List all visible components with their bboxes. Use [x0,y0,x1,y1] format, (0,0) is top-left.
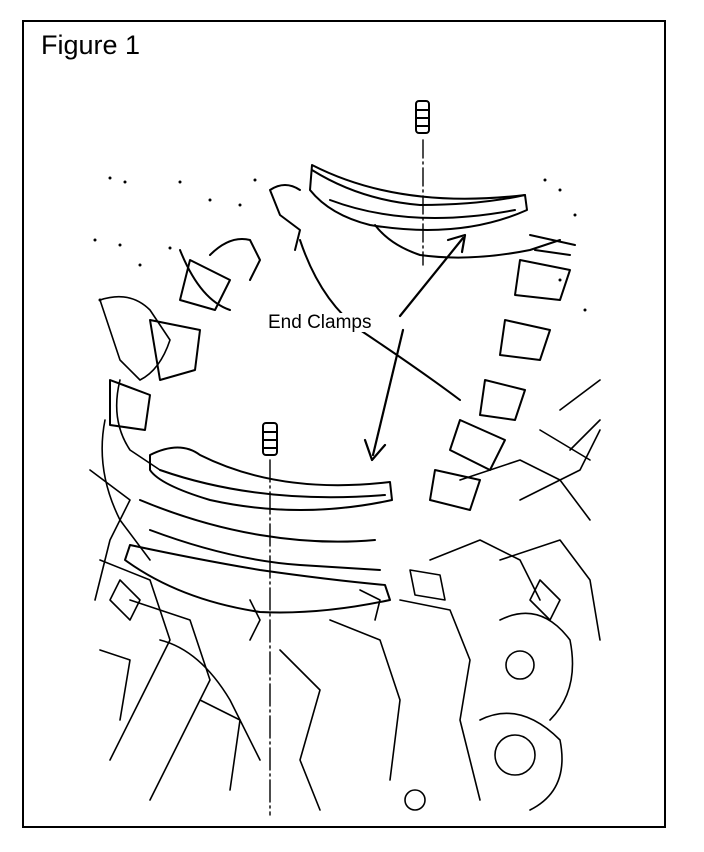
arrowhead-lower [363,438,387,462]
arrowhead-upper [446,233,467,254]
figure-frame [22,20,666,828]
upper-end-clamp [309,164,528,231]
arrow-to-lower-clamp [371,328,405,457]
end-clamps-label: End Clamps [267,312,373,333]
callout-arrows [363,233,467,462]
arrow-to-upper-clamp [398,236,465,318]
upper-bolt-icon [415,100,430,134]
figure-title: Figure 1 [41,30,141,60]
alignment-lines [269,139,424,816]
lower-seal-arc [124,499,391,614]
lower-bolt-icon [262,422,278,456]
stipple-dots [93,176,587,312]
lower-end-clamp [149,446,393,511]
cover-housing [109,169,576,511]
